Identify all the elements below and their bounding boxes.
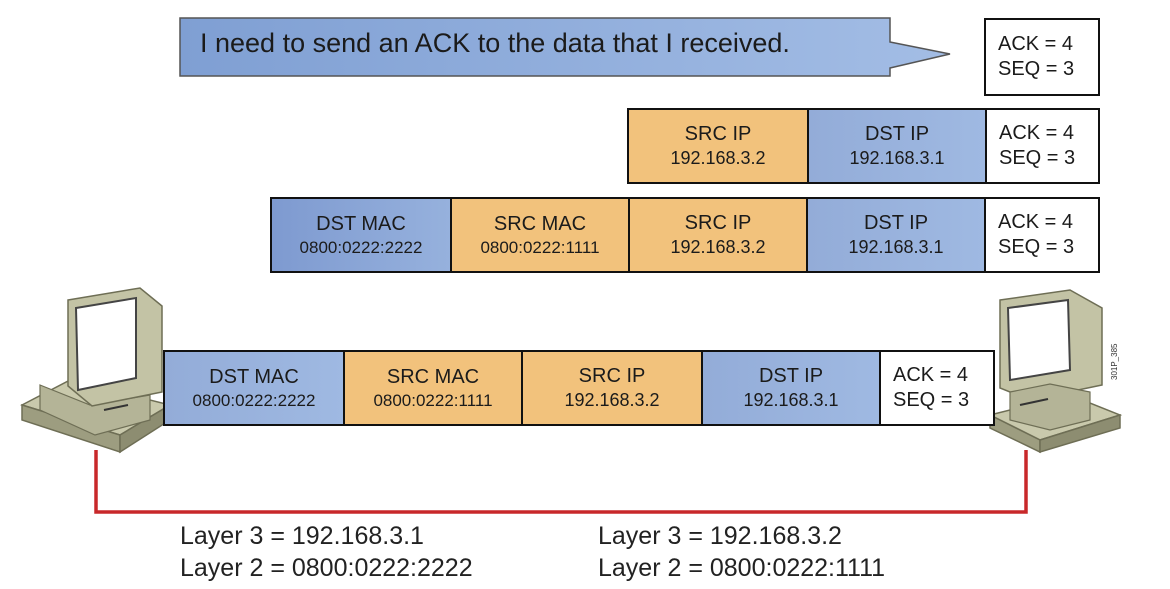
right-host-layer2: Layer 2 = 0800:0222:1111 (598, 554, 886, 582)
dst-mac-value: 0800:0222:2222 (192, 390, 316, 410)
dst-mac-value: 0800:0222:2222 (299, 237, 423, 257)
dst-mac-label: DST MAC (316, 212, 406, 235)
seq-value: SEQ = 3 (998, 236, 1075, 258)
packet-row: SRC IP 192.168.3.2 DST IP 192.168.3.1 AC… (627, 108, 1100, 184)
frame-ack-seq: ACK = 4 SEQ = 3 (986, 199, 1098, 271)
left-host-layer2: Layer 2 = 0800:0222:2222 (180, 554, 473, 582)
frame-dst-ip: DST IP 192.168.3.1 (808, 199, 986, 271)
right-computer-icon (987, 289, 1123, 454)
seq-value: SEQ = 3 (893, 389, 970, 411)
wire-dst-mac: DST MAC 0800:0222:2222 (165, 352, 345, 424)
ack-value: ACK = 4 (998, 33, 1074, 55)
src-ip-value: 192.168.3.2 (564, 390, 660, 411)
ack-value: ACK = 4 (893, 364, 969, 386)
packet-src-ip: SRC IP 192.168.3.2 (629, 110, 809, 182)
src-ip-label: SRC IP (684, 212, 752, 235)
frame-src-ip: SRC IP 192.168.3.2 (630, 199, 808, 271)
seq-value: SEQ = 3 (999, 147, 1076, 169)
frame-dst-mac: DST MAC 0800:0222:2222 (272, 199, 452, 271)
src-ip-label: SRC IP (578, 365, 646, 388)
dst-ip-value: 192.168.3.1 (849, 148, 945, 169)
dst-ip-label: DST IP (864, 123, 930, 146)
right-host-layer3: Layer 3 = 192.168.3.2 (598, 522, 842, 550)
dst-ip-label: DST IP (863, 212, 929, 235)
segment-row: ACK = 4 SEQ = 3 (984, 18, 1100, 96)
dst-ip-value: 192.168.3.1 (743, 390, 839, 411)
wire-src-mac: SRC MAC 0800:0222:1111 (345, 352, 523, 424)
ack-value: ACK = 4 (999, 122, 1075, 144)
left-host-layer3: Layer 3 = 192.168.3.1 (180, 522, 424, 550)
ack-value: ACK = 4 (998, 211, 1074, 233)
figure-id: 301P_385 (1110, 343, 1119, 380)
src-ip-value: 192.168.3.2 (670, 237, 766, 258)
segment-ack-seq: ACK = 4 SEQ = 3 (986, 20, 1098, 94)
src-mac-label: SRC MAC (386, 365, 480, 388)
packet-dst-ip: DST IP 192.168.3.1 (809, 110, 987, 182)
network-cable (94, 450, 1028, 514)
wire-dst-ip: DST IP 192.168.3.1 (703, 352, 881, 424)
wire-src-ip: SRC IP 192.168.3.2 (523, 352, 703, 424)
left-computer-icon (20, 287, 172, 454)
frame-row: DST MAC 0800:0222:2222 SRC MAC 0800:0222… (270, 197, 1100, 273)
dst-mac-label: DST MAC (209, 365, 299, 388)
seq-value: SEQ = 3 (998, 58, 1075, 80)
wire-ack-seq: ACK = 4 SEQ = 3 (881, 352, 993, 424)
wire-frame-row: DST MAC 0800:0222:2222 SRC MAC 0800:0222… (163, 350, 995, 426)
dst-ip-label: DST IP (758, 365, 824, 388)
speech-bubble (179, 17, 951, 77)
dst-ip-value: 192.168.3.1 (848, 237, 944, 258)
src-mac-value: 0800:0222:1111 (373, 390, 493, 410)
src-ip-value: 192.168.3.2 (670, 148, 766, 169)
src-mac-label: SRC MAC (493, 212, 587, 235)
speech-bubble-text: I need to send an ACK to the data that I… (200, 28, 790, 58)
src-mac-value: 0800:0222:1111 (480, 237, 600, 257)
frame-src-mac: SRC MAC 0800:0222:1111 (452, 199, 630, 271)
packet-ack-seq: ACK = 4 SEQ = 3 (987, 110, 1098, 182)
src-ip-label: SRC IP (684, 123, 752, 146)
